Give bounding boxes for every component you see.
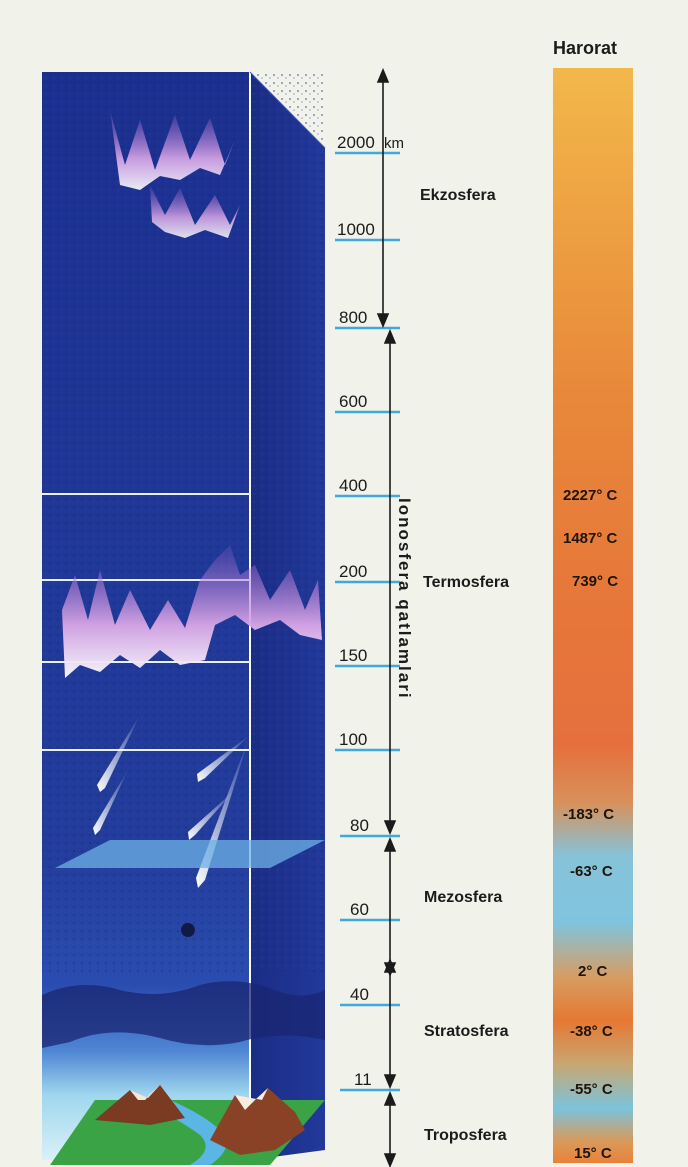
balloon-dot (181, 923, 195, 937)
layer-label-termosfera: Termosfera (423, 574, 509, 591)
altitude-label-600: 600 (339, 392, 367, 411)
altitude-label-100: 100 (339, 730, 367, 749)
temperature-reading-2: 739° C (572, 573, 618, 590)
altitude-label-1000: 1000 (337, 220, 375, 239)
temperature-reading-4: -63° C (570, 863, 613, 880)
temperature-reading-3: -183° C (563, 806, 614, 823)
temperature-reading-0: 2227° C (563, 487, 618, 504)
temperature-reading-1: 1487° C (563, 530, 618, 547)
layer-label-mezosfera: Mezosfera (424, 889, 502, 906)
altitude-label-80: 80 (350, 816, 369, 835)
arrow-down-icon (383, 1153, 397, 1167)
arrow-down-icon (376, 313, 390, 329)
mesopause-plane (55, 840, 325, 868)
arrow-down-icon (383, 1074, 397, 1090)
atmosphere-column (42, 71, 326, 1165)
altitude-label-11: 11 (354, 1070, 372, 1089)
altitude-label-2000: 2000 (337, 133, 375, 152)
column-top-edge (249, 71, 326, 149)
aurora-lower (62, 545, 322, 678)
altitude-label-400: 400 (339, 476, 367, 495)
altitude-label-60: 60 (350, 900, 369, 919)
ground (50, 1085, 325, 1165)
altitude-label-40: 40 (350, 985, 369, 1004)
layer-label-stratosfera: Stratosfera (424, 1023, 509, 1040)
mountain-right (210, 1088, 305, 1155)
arrow-up-icon (376, 67, 390, 83)
temperature-title: Harorat (553, 38, 617, 58)
layer-label-troposfera: Troposfera (424, 1127, 507, 1144)
altitude-label-800: 800 (339, 308, 367, 327)
altitude-label-200: 200 (339, 562, 367, 581)
temperature-reading-5: 2° C (578, 963, 608, 980)
temperature-reading-8: 15° C (574, 1145, 612, 1162)
altitude-labels: 2000 km 1000 800 600 400 200 150 100 80 … (337, 133, 404, 1089)
ozone-band (42, 981, 325, 1048)
layer-names: Ekzosfera Termosfera Mezosfera Stratosfe… (395, 187, 509, 1144)
altitude-unit-km: km (384, 135, 404, 152)
layer-range-arrows (376, 67, 397, 1167)
layer-label-ekzosfera: Ekzosfera (420, 187, 496, 204)
temperature-reading-6: -38° C (570, 1023, 613, 1040)
arrow-up-icon (383, 957, 397, 973)
arrow-up-icon (383, 328, 397, 344)
mountain-left (95, 1085, 185, 1125)
arrow-up-icon (383, 1090, 397, 1106)
layer-label-ionosfera: Ionosfera qatlamlari (395, 498, 414, 700)
temperature-bar (553, 68, 633, 1163)
temperature-column: Harorat 2227° C 1487° C 739° C -183° C -… (553, 38, 633, 1163)
arrow-up-icon (383, 836, 397, 852)
aurora-upper (110, 110, 240, 238)
temperature-reading-7: -55° C (570, 1081, 613, 1098)
altitude-label-150: 150 (339, 646, 367, 665)
arrow-down-icon (383, 820, 397, 836)
